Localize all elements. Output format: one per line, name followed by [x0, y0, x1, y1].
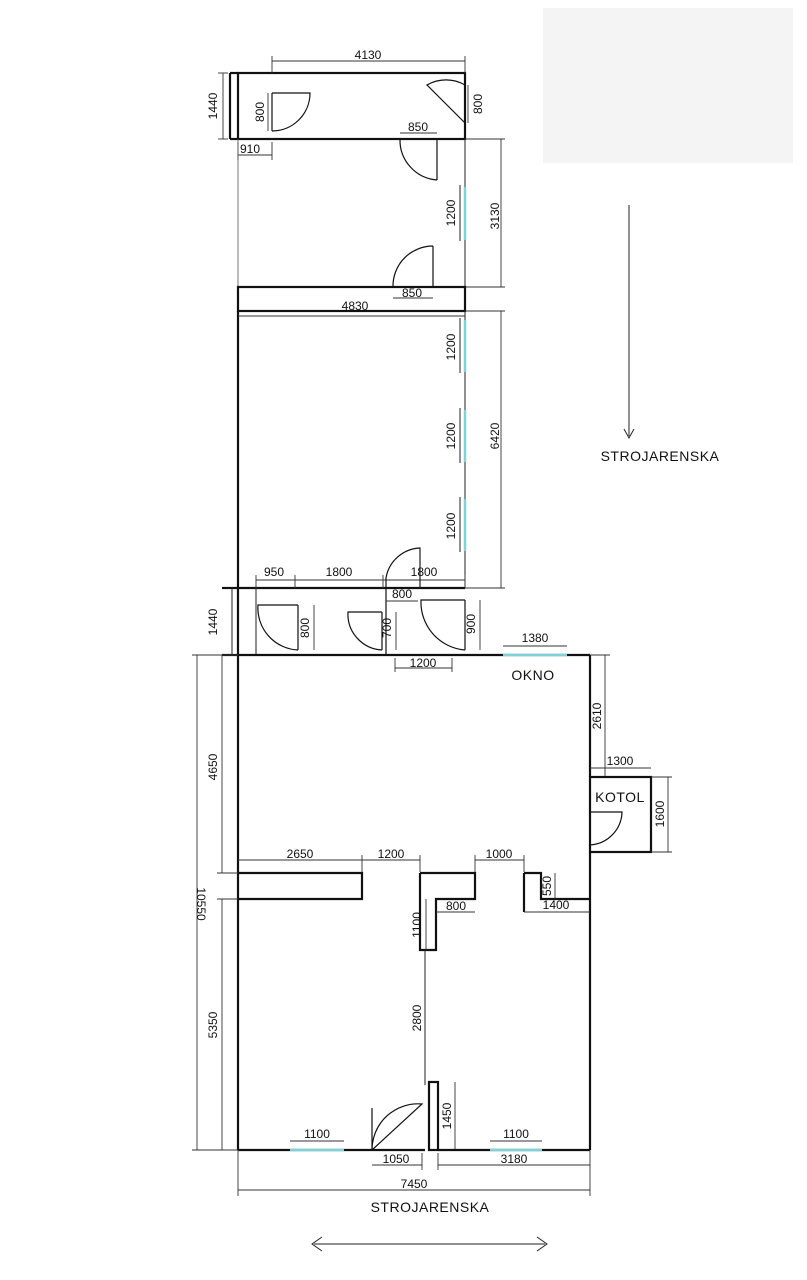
dim-corridor-door-bottom: 850 — [402, 286, 422, 300]
dim-top-height: 1440 — [206, 92, 220, 119]
dim-mid-window-2: 1200 — [444, 422, 458, 449]
dim-top-width: 4130 — [355, 48, 382, 62]
dim-big-2610: 2610 — [590, 702, 604, 729]
dim-big-1100-left: 1100 — [304, 1127, 330, 1141]
dim-corridor-door-top: 850 — [408, 120, 428, 134]
street-arrow-bottom — [311, 1236, 548, 1252]
dim-big-1050: 1050 — [383, 1152, 410, 1166]
street-label-right: STROJARENSKA — [601, 448, 720, 464]
kotol-label: KOTOL — [595, 789, 645, 805]
dim-top-door-left: 800 — [253, 102, 267, 122]
top-room — [218, 56, 469, 160]
dim-big-800: 800 — [446, 899, 466, 913]
dim-big-7450: 7450 — [401, 1177, 428, 1191]
dim-corridor-window: 1200 — [444, 199, 458, 226]
dim-big-1100-right: 1100 — [503, 1127, 529, 1141]
dim-top-door-right: 800 — [471, 94, 485, 114]
street-arrow-right — [623, 205, 635, 440]
dim-big-3180: 3180 — [501, 1152, 528, 1166]
dim-mid-window-3: 1200 — [444, 512, 458, 539]
small-rooms — [222, 547, 481, 657]
dim-big-2800: 2800 — [410, 1004, 424, 1031]
dim-big-1400: 1400 — [543, 898, 570, 912]
dim-small-1800b: 1800 — [411, 565, 438, 579]
dim-mid-window-1: 1200 — [444, 333, 458, 360]
dim-big-10550: 10550 — [194, 887, 208, 921]
dim-kotol-1600: 1600 — [653, 800, 667, 827]
middle-room — [236, 285, 505, 589]
dim-small-800-top: 800 — [392, 587, 412, 601]
dim-mid-room-width: 4830 — [342, 299, 369, 313]
dim-small-height: 1440 — [206, 608, 220, 635]
dim-big-1000: 1000 — [486, 847, 513, 861]
blurred-watermark — [543, 8, 793, 163]
dim-small-door-800: 800 — [298, 618, 312, 638]
dim-big-1100-v: 1100 — [410, 912, 424, 938]
dim-small-1800a: 1800 — [326, 565, 353, 579]
dim-big-top-1200: 1200 — [410, 656, 437, 670]
dim-big-5350: 5350 — [206, 1011, 220, 1038]
dim-corridor-length: 3130 — [488, 202, 502, 229]
corridor — [237, 132, 505, 299]
dim-big-2650: 2650 — [287, 847, 314, 861]
dim-small-door-900: 900 — [464, 614, 478, 634]
dim-big-550: 550 — [540, 876, 554, 896]
dim-small-door-700: 700 — [380, 618, 394, 638]
dim-big-1200-mid: 1200 — [378, 847, 405, 861]
okno-label: OKNO — [511, 667, 554, 683]
dim-big-1450: 1450 — [440, 1102, 454, 1129]
dim-mid-room-length: 6420 — [488, 422, 502, 449]
big-room — [192, 645, 672, 1196]
dim-big-1300: 1300 — [607, 754, 634, 768]
street-label-bottom: STROJARENSKA — [371, 1199, 490, 1215]
dim-small-950: 950 — [264, 565, 284, 579]
dim-big-okno-1380: 1380 — [522, 631, 549, 645]
dim-top-left-offset: 910 — [240, 142, 260, 156]
dim-big-4650: 4650 — [206, 753, 220, 780]
